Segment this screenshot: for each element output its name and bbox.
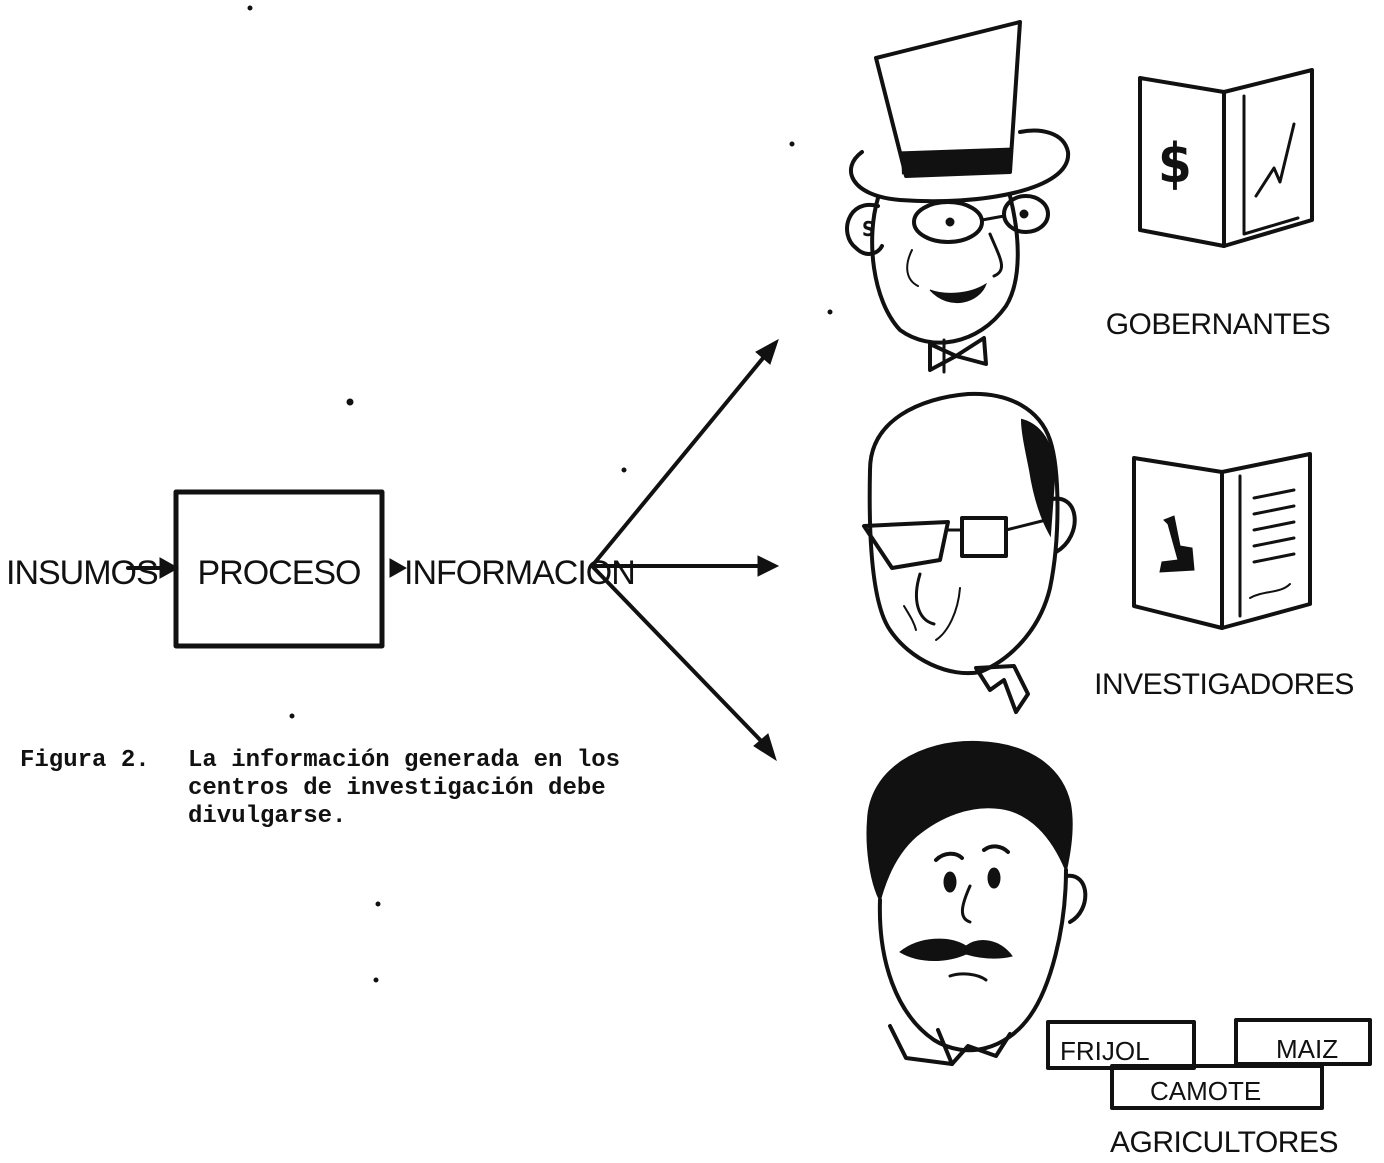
distribution-arrows (590, 338, 780, 762)
caption-line-1: La información generada en los (188, 747, 620, 774)
governor-figure: S (845, 20, 1071, 374)
governor-book: $ GOBERNANTES (1106, 68, 1331, 341)
caption-line-2: centros de investigación debe (188, 775, 606, 802)
data-table-icon (1249, 488, 1296, 599)
researcher-book: INVESTIGADORES (1094, 452, 1354, 701)
process-label: PROCESO (197, 554, 360, 592)
crop-box-camote (1110, 1064, 1324, 1110)
arrow-to-farmers (592, 448, 766, 566)
dollar-symbol: $ (1158, 132, 1192, 195)
glasses-icon (912, 200, 984, 244)
input-label: INSUMOS (6, 554, 158, 592)
svg-text:S: S (862, 217, 875, 241)
arrowhead-researchers (757, 555, 780, 577)
arrowhead-farmers (753, 733, 777, 762)
crop-label-maiz: MAIZ (1276, 1034, 1338, 1064)
researchers-label: INVESTIGADORES (1094, 668, 1354, 701)
top-hat-icon (874, 20, 1022, 178)
arrowhead-governors (755, 338, 779, 365)
scan-specks (247, 5, 833, 983)
crop-label-frijol: FRIJOL (1060, 1036, 1150, 1066)
caption-line-3: divulgarse. (188, 803, 346, 830)
arrow-to-farmers-line (590, 564, 768, 748)
mustache-icon (899, 938, 1013, 961)
researcher-glasses-icon (862, 520, 950, 570)
input-arrowhead (159, 557, 180, 579)
arrow-to-governors (590, 350, 770, 568)
process-box (173, 489, 385, 649)
output-arrowhead (389, 558, 408, 578)
researcher-figure (862, 391, 1077, 714)
crop-boxes: FRIJOL MAIZ CAMOTE AGRICULTORES (1046, 1018, 1372, 1159)
governors-label: GOBERNANTES (1106, 308, 1331, 341)
caption-figure-number: Figura 2. (20, 747, 150, 774)
rising-chart-icon (1254, 122, 1296, 198)
farmer-figure (866, 740, 1088, 1066)
crop-label-camote: CAMOTE (1150, 1076, 1261, 1106)
process-flow: INSUMOS PROCESO INFORMACION (6, 489, 636, 649)
farmers-label: AGRICULTORES (1110, 1126, 1338, 1159)
microscope-icon (1159, 515, 1195, 573)
figure-caption: Figura 2. La información generada en los… (20, 747, 620, 830)
